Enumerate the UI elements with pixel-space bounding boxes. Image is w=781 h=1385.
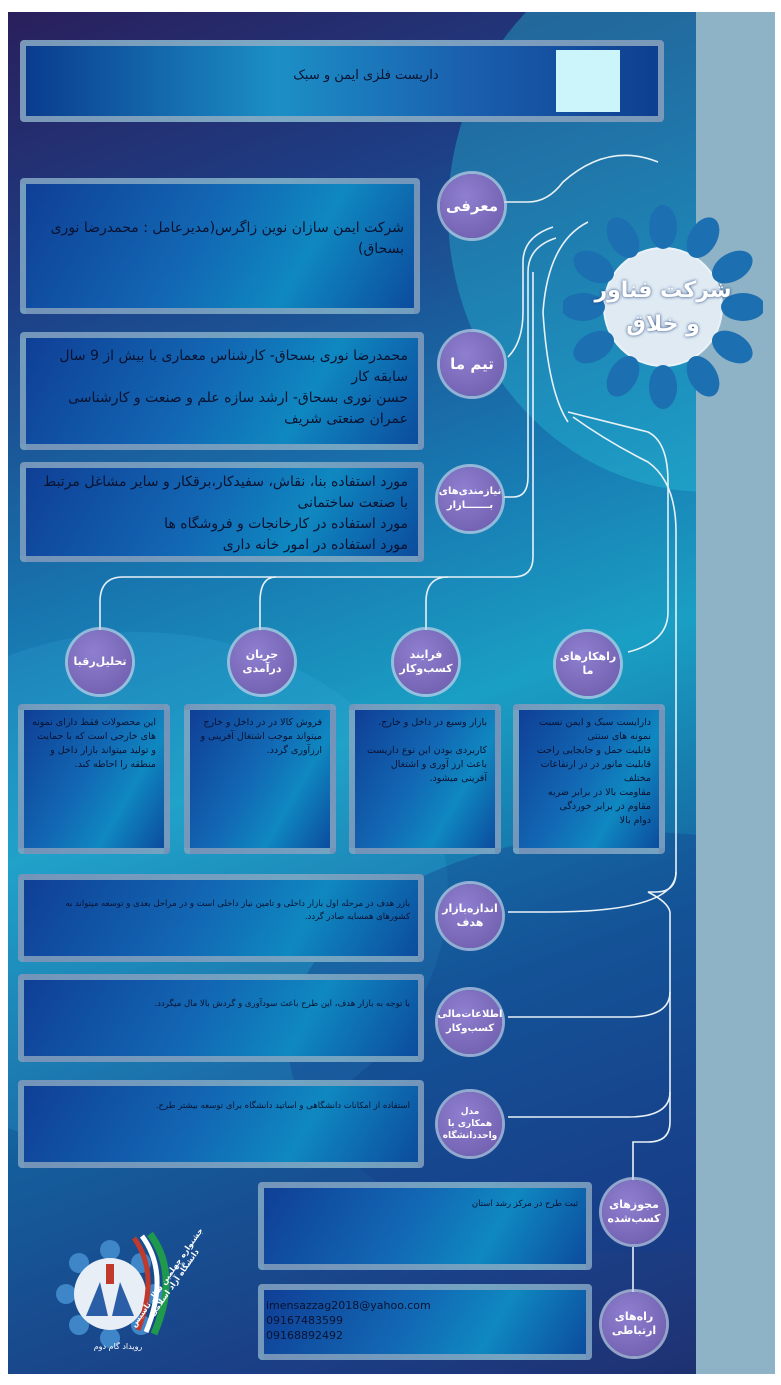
- business-process-label-2: کسب‌وکار: [399, 662, 453, 675]
- team-line-2: حسن نوری بسحاق- ارشد سازه علم و صنعت و ک…: [68, 390, 408, 427]
- target-market-circle: اندازه‌بازار هدف: [438, 884, 502, 948]
- business-process-line-1: بازار وسیع در داخل و خارج.: [378, 717, 487, 728]
- business-process-label-1: فرایند: [409, 648, 443, 661]
- cooperation-label-1: مدل: [460, 1107, 480, 1117]
- market-needs-circle: نیازمندی‌های بـــــــازار: [438, 467, 502, 531]
- licenses-circle: مجوزهای کسب‌شده: [602, 1180, 666, 1244]
- competitors-box: این محصولات فقط دارای نمونه های خارجی اس…: [18, 704, 170, 854]
- market-needs-label-1: نیازمندی‌های: [438, 486, 502, 497]
- solutions-label-1: راهکارهای: [559, 650, 617, 663]
- contact-email[interactable]: imensazzag2018@yahoo.com: [266, 1299, 431, 1312]
- revenue-text: فروش کالا در در داخل و خارج میتواند موجب…: [200, 717, 322, 756]
- business-process-spacer: [363, 730, 487, 744]
- solutions-line-1: دارایست سبک و ایمن نسبت نمونه های سنتی: [539, 717, 651, 742]
- target-market-box: بازر هدف در مرحله اول بازار داخلی و تامی…: [18, 874, 424, 962]
- logo-text-line2: و خلاق: [626, 312, 700, 337]
- festival-emblem: [30, 1212, 190, 1372]
- cooperation-circle: مدل همکاری با واحد‌دانشگاه: [438, 1092, 502, 1156]
- poster: داریست فلزی ایمن و سبک: [8, 12, 775, 1374]
- intro-label: معرفی: [445, 197, 499, 215]
- solutions-line-2: قابلیت حمل و جابجایی راحت: [536, 745, 651, 756]
- logo-text-line1: شرکت فناور: [594, 278, 732, 303]
- revenue-box: فروش کالا در در داخل و خارج میتواند موجب…: [184, 704, 336, 854]
- competitors-circle: تحلیل‌رقبا: [68, 630, 132, 694]
- revenue-circle: جریان درآمدی: [230, 630, 294, 694]
- logo-petals-icon: [561, 205, 765, 409]
- contact-label-2: ارتباطی: [611, 1324, 657, 1337]
- connector-lines: [99, 154, 677, 1292]
- title-square: [556, 50, 620, 112]
- target-market-label-2: هدف: [456, 916, 484, 929]
- company-logo: شرکت فناور و خلاق: [561, 202, 765, 412]
- solutions-circle: راهکارهای ما: [556, 632, 620, 696]
- cooperation-label-2: همکاری با: [447, 1119, 493, 1129]
- licenses-text: ثبت طرح در مرکز رشد استان: [471, 1199, 578, 1209]
- solutions-box: دارایست سبک و ایمن نسبت نمونه های سنتی ق…: [513, 704, 665, 854]
- solutions-line-5: مقاوم در برابر خوردگی: [559, 801, 651, 812]
- licenses-label-1: مجوزهای: [609, 1198, 659, 1211]
- competitors-label: تحلیل‌رقبا: [73, 655, 127, 668]
- financial-box: با توجه به بازار هدف، این طرح باعث سودآو…: [18, 974, 424, 1062]
- business-process-box: بازار وسیع در داخل و خارج. کاربردی بودن …: [349, 704, 501, 854]
- cooperation-text: استفاده از امکانات دانشگاهی و اساتید دان…: [155, 1101, 410, 1111]
- team-label: تیم ما: [450, 355, 494, 373]
- market-needs-line-2: مورد استفاده در کارخانجات و فروشگاه ها: [164, 516, 408, 532]
- financial-circle: اطلاعات‌مالی کسب‌وکار: [438, 990, 502, 1054]
- competitors-text: این محصولات فقط دارای نمونه های خارجی اس…: [31, 717, 156, 770]
- market-needs-label-2: بـــــــازار: [446, 500, 494, 511]
- target-market-label-1: اندازه‌بازار: [442, 902, 498, 915]
- target-market-text: بازر هدف در مرحله اول بازار داخلی و تامی…: [65, 899, 410, 922]
- page-title: داریست فلزی ایمن و سبک: [293, 68, 439, 83]
- intro-text: شرکت ایمن سازان نوین زاگرس(مدیرعامل : مح…: [50, 220, 404, 257]
- title-bar: داریست فلزی ایمن و سبک: [20, 40, 664, 122]
- revenue-label-2: درآمدی: [242, 662, 282, 675]
- licenses-label-2: کسب‌شده: [607, 1212, 661, 1225]
- festival-slogan: رویداد گام دوم: [93, 1342, 143, 1351]
- financial-text: با توجه به بازار هدف، این طرح باعث سودآو…: [154, 999, 410, 1009]
- team-line-1: محمدرضا نوری بسحاق- کارشناس معماری با بی…: [59, 348, 408, 385]
- contact-phone-2[interactable]: 09168892492: [266, 1329, 343, 1342]
- financial-label-2: کسب‌وکار: [445, 1023, 495, 1034]
- financial-label-1: اطلاعات‌مالی: [437, 1009, 503, 1020]
- market-needs-line-1: مورد استفاده بنا، نقاش، سفیدکار،برقکار و…: [43, 474, 408, 511]
- contact-box: [258, 1284, 592, 1360]
- market-needs-box: مورد استفاده بنا، نقاش، سفیدکار،برقکار و…: [20, 462, 424, 562]
- team-box: محمدرضا نوری بسحاق- کارشناس معماری با بی…: [20, 332, 424, 450]
- business-process-line-3: کاربردی بودن این نوع داریست باعث ارز آور…: [366, 745, 487, 784]
- contact-circle: راه‌های ارتباطی: [602, 1292, 666, 1356]
- cooperation-box: استفاده از امکانات دانشگاهی و اساتید دان…: [18, 1080, 424, 1168]
- contact-label-1: راه‌های: [614, 1310, 654, 1323]
- solutions-line-4: مقاومت بالا در برابر ضربه: [547, 787, 651, 798]
- market-needs-line-3: مورد استفاده در امور خانه داری: [222, 537, 408, 553]
- licenses-box: ثبت طرح در مرکز رشد استان: [258, 1182, 592, 1270]
- revenue-label-1: جریان: [245, 648, 279, 661]
- cooperation-label-3: واحد‌دانشگاه: [442, 1131, 498, 1141]
- festival-emblem-icon: [56, 1231, 170, 1348]
- solutions-line-6: دوام بالا: [619, 815, 651, 826]
- contact-phone-1[interactable]: 09167483599: [266, 1314, 343, 1327]
- solutions-line-3: قابلیت مانور در در ارتفاعات مختلف: [540, 759, 651, 784]
- business-process-circle: فرایند کسب‌وکار: [394, 630, 458, 694]
- intro-circle: معرفی: [440, 174, 504, 238]
- team-circle: تیم ما: [440, 332, 504, 396]
- contact-details: imensazzag2018@yahoo.com 09167483599 091…: [266, 1298, 431, 1343]
- solutions-label-2: ما: [582, 664, 594, 677]
- intro-box: شرکت ایمن سازان نوین زاگرس(مدیرعامل : مح…: [20, 178, 420, 314]
- logo-text: شرکت فناور و خلاق: [563, 274, 763, 342]
